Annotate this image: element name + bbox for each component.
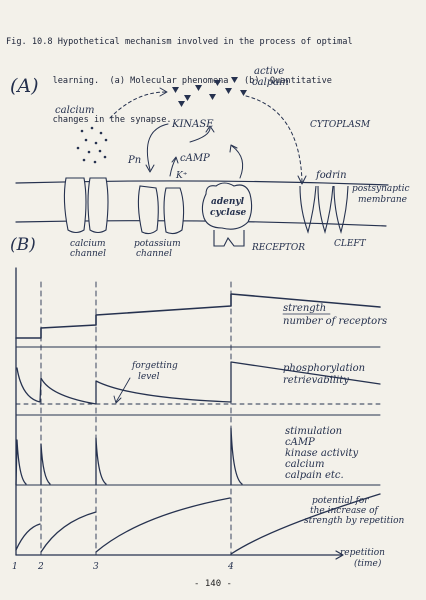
cyclase-label: cyclase (210, 208, 247, 218)
phosphorylation-label: phosphorylation (283, 363, 365, 374)
x-axis-label-time: (time) (354, 558, 382, 569)
fodrin-label: fodrin (315, 170, 347, 181)
panel-a: (A) calcium active ca (10, 66, 410, 259)
postsynaptic-label: postsynaptic (352, 184, 410, 194)
potential-label: potential for (312, 496, 369, 506)
receptors-label: number of receptors (283, 316, 387, 327)
fodrin-structures (299, 185, 349, 234)
calpain-label: calpain (252, 77, 289, 88)
caption-line-2: learning. (a) Molecular phenomena (b) Qu… (6, 76, 332, 86)
cytoplasm-label: CYTOPLASM (310, 120, 371, 130)
calcium-to-calpain-arrow (109, 91, 167, 119)
calpain-to-fodrin-arrow (245, 95, 303, 183)
receptor-label: RECEPTOR (251, 243, 305, 253)
kinase-to-pn-arrow (146, 123, 169, 171)
page-number: - 140 - (194, 579, 232, 589)
level-label: level (138, 372, 160, 382)
repetition-2: 2 (37, 562, 44, 572)
camp-label: cAMP (180, 153, 210, 164)
retrievability-curve (16, 361, 381, 405)
camp-row-label: cAMP (285, 437, 315, 448)
k-plus-label: K⁺ (175, 171, 188, 181)
adenyl-cyclase (201, 182, 253, 230)
caption-line-3: changes in the synapse. (6, 115, 172, 125)
calpain-triangles (172, 77, 247, 107)
stimulation-label: stimulation (285, 426, 342, 437)
kinase-activity-label: kinase activity (285, 448, 359, 459)
forgetting-label: forgetting (131, 361, 178, 371)
potassium-channel-label-2: channel (136, 249, 172, 259)
calcium-label: calcium (55, 105, 94, 116)
k-efflux-arrow (169, 157, 177, 177)
strength-repetition-label: strength by repetition (304, 516, 405, 526)
stimulation-spikes (15, 427, 243, 486)
calpain-row-label: calpain etc. (285, 470, 344, 481)
forgetting-pointer (115, 377, 131, 403)
kinase-label: KINASE (171, 119, 214, 130)
membrane-label: membrane (358, 195, 407, 205)
repetition-3: 3 (93, 562, 99, 572)
strength-label: strength (283, 303, 326, 314)
panel-a-label: (A) (10, 75, 39, 97)
x-axis-label-repetition: repetition (340, 548, 385, 558)
repetition-1: 1 (12, 562, 18, 572)
figure-caption: Fig. 10.8 Hypothetical mechanism involve… (6, 10, 420, 153)
calcium-channel (63, 177, 109, 234)
potassium-channel (137, 185, 185, 235)
calcium-row-label: calcium (285, 459, 324, 470)
increase-label: the increase of (310, 506, 380, 516)
cyclase-to-camp-arrow (231, 145, 244, 179)
repetition-4: 4 (227, 562, 234, 572)
potassium-channel-label: potassium (134, 239, 181, 249)
pn-label: Pn (127, 155, 141, 166)
panel-b-label: (B) (10, 235, 36, 255)
strength-curve (15, 293, 381, 339)
cleft-label: CLEFT (334, 239, 367, 249)
calcium-channel-label: calcium (70, 239, 106, 249)
membrane-bottom (15, 220, 387, 227)
adenyl-label: adenyl (211, 197, 245, 207)
camp-to-kinase-arrow (189, 127, 211, 143)
panel-b: (B) forgetting level (10, 235, 405, 572)
receptor-shape (213, 230, 245, 247)
active-label: active (254, 66, 284, 77)
calcium-channel-label-2: channel (70, 249, 106, 259)
potential-curve (15, 493, 381, 555)
caption-line-1: Fig. 10.8 Hypothetical mechanism involve… (6, 37, 353, 47)
retrievability-label: retrievability (283, 375, 349, 386)
calcium-ions (76, 126, 108, 164)
